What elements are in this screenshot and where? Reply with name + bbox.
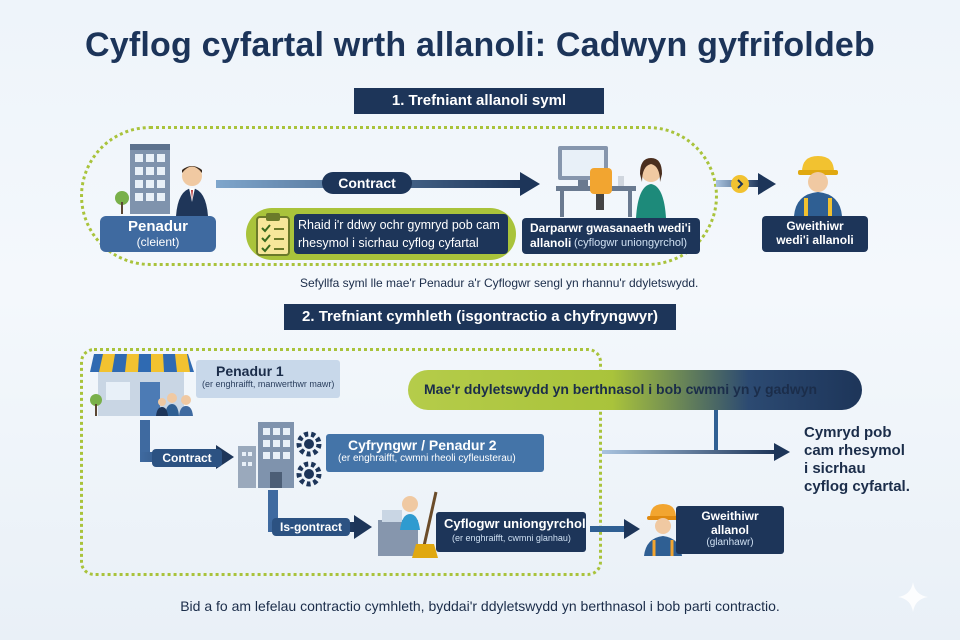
contract-label: Contract (322, 172, 412, 194)
duty-banner (408, 370, 862, 410)
construction-worker-icon (640, 498, 686, 556)
action-line2: cam rhesymol (804, 442, 905, 459)
cleaner-desk-icon (378, 490, 450, 560)
worker-line2: wedi'i allanoli (776, 233, 854, 247)
direct-employer-name: Cyflogwr uniongyrchol (444, 516, 586, 531)
external-worker-line2: allanol (710, 523, 749, 537)
duty-connector-h (602, 450, 776, 454)
action-text: Cymryd pob cam rhesymol i sicrhau cyflog… (804, 424, 910, 496)
footer-note: Bid a fo am lefelau contractio cymhleth,… (180, 598, 780, 614)
direct-employer-label (436, 512, 586, 552)
subcontract-arrow (268, 490, 278, 530)
arrowhead-icon (354, 515, 372, 539)
subcontract-label: Is-gontract (272, 518, 350, 536)
clipboard-icon (254, 212, 292, 256)
arrowhead-icon (624, 519, 640, 539)
office-building-icon (112, 140, 222, 218)
duty-connector-v (714, 410, 718, 454)
action-line3: i sicrhau (804, 460, 866, 477)
sparkle-icon (898, 582, 928, 612)
external-worker-sub: (glanhawr) (706, 537, 754, 548)
direct-employer-sub: (er enghraifft, cwmni glanhau) (452, 533, 571, 543)
section2-frame (80, 348, 602, 576)
principal-name: Penadur (127, 218, 188, 235)
duty-banner-text: Mae'r ddyletswydd yn berthnasol i bob cw… (424, 381, 818, 397)
office-desk-icon (556, 142, 674, 218)
arrowhead-icon (758, 173, 776, 195)
provider-name-2: allanoli (530, 236, 572, 250)
gear-icon (292, 430, 326, 490)
principal1-name: Penadur 1 (216, 363, 284, 379)
section2-heading: 2. Trefniant cymhleth (isgontractio a ch… (284, 304, 676, 330)
provider-label (522, 218, 700, 254)
contract-label-2: Contract (152, 449, 222, 467)
worker-label: Gweithiwr wedi'i allanoli (762, 216, 868, 252)
intermediary-name: Cyfryngwr / Penadur 2 (348, 437, 497, 453)
intermediary-sub: (er enghraifft, cwmni rheoli cyfleustera… (338, 453, 516, 464)
provider-sub: (cyflogwr uniongyrchol) (574, 237, 688, 249)
external-worker-line1: Gweithiwr (701, 509, 759, 523)
arrowhead-icon (520, 172, 540, 196)
action-line1: Cymryd pob (804, 424, 892, 441)
obligation-text: Rhaid i'r ddwy ochr gymryd pob cam rhesy… (298, 218, 500, 250)
chevron-right-icon (731, 175, 749, 193)
external-worker-label: Gweithiwr allanol (glanhawr) (676, 506, 784, 554)
provider-name: Darparwr gwasanaeth wedi'i (530, 221, 691, 235)
principal1-label: Penadur 1 (er enghraifft, manwerthwr maw… (196, 360, 340, 398)
worker-arrow-2 (590, 526, 626, 532)
principal1-sub: (er enghraifft, manwerthwr mawr) (202, 379, 335, 389)
contract-arrow-2 (140, 420, 150, 460)
section1-frame (80, 126, 718, 266)
obligation-text-box (294, 214, 508, 254)
worker-line1: Gweithiwr (786, 219, 844, 233)
intermediary-label: Cyfryngwr / Penadur 2 (er enghraifft, cw… (326, 434, 544, 472)
shop-icon (90, 350, 198, 420)
section1-caption: Sefyllfa syml lle mae'r Penadur a'r Cyfl… (300, 276, 699, 290)
principal-sub: (cleient) (136, 235, 180, 249)
construction-worker-icon (788, 150, 848, 216)
facility-building-icon (236, 420, 326, 490)
page-title: Cyflog cyfartal wrth allanoli: Cadwyn gy… (84, 26, 875, 64)
principal-label: Penadur (cleient) (100, 216, 216, 252)
section1-heading: 1. Trefniant allanoli syml (354, 88, 604, 114)
action-line4: cyflog cyfartal. (804, 478, 910, 495)
arrowhead-icon (774, 443, 790, 461)
